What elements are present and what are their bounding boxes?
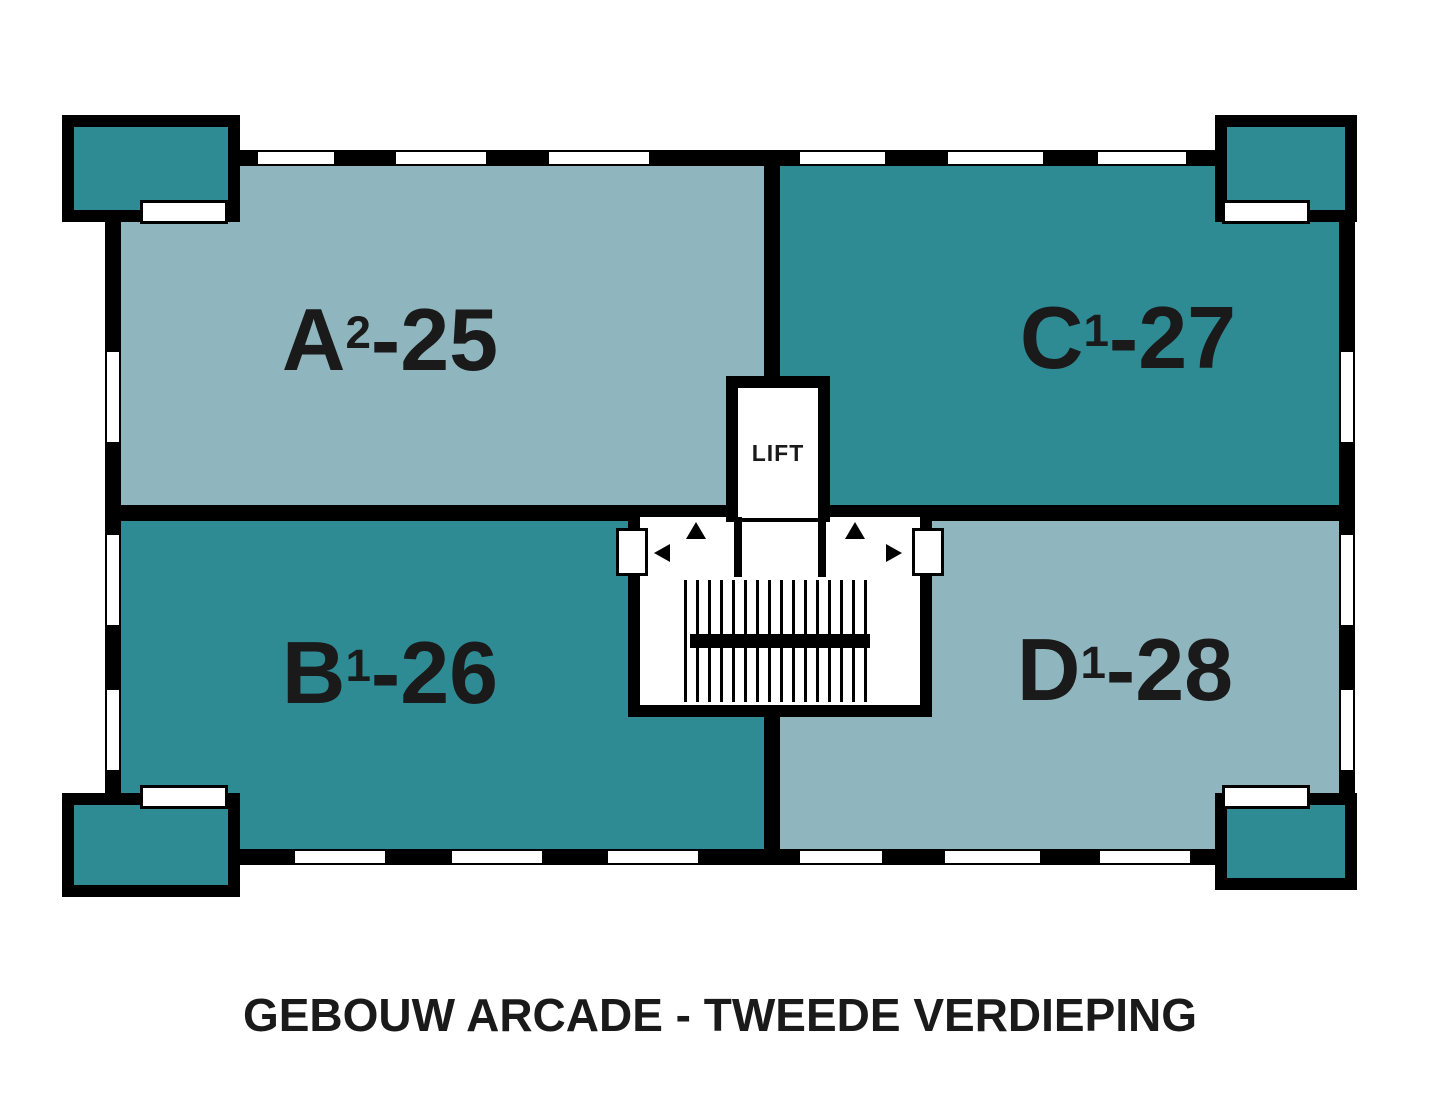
lift-label: LIFT	[751, 439, 805, 466]
wall-bottom	[105, 849, 1355, 865]
balcony-door	[1222, 200, 1310, 224]
apartment-superscript: 1	[1080, 637, 1106, 689]
window	[396, 150, 486, 166]
apartment-a25-label: A2-25	[282, 296, 498, 384]
window	[1339, 690, 1355, 770]
window	[549, 150, 649, 166]
arrow-left-icon	[654, 544, 670, 562]
apartment-superscript: 1	[345, 640, 371, 692]
window	[105, 352, 121, 442]
arrow-up-icon	[686, 522, 706, 539]
window	[295, 849, 385, 865]
window	[105, 535, 121, 625]
apartment-letter: C	[1019, 288, 1084, 387]
core-partition	[818, 517, 826, 577]
window	[1098, 150, 1186, 166]
core-partition	[734, 517, 742, 577]
apartment-number: -25	[370, 290, 499, 389]
wall-center-upper	[764, 150, 780, 390]
core-doorway	[912, 528, 944, 576]
plan-title: GEBOUW ARCADE - TWEEDE VERDIEPING	[242, 989, 1198, 1041]
wall-center-lower	[764, 700, 780, 865]
apartment-superscript: 1	[1083, 305, 1109, 357]
wall-divider-left	[105, 505, 650, 521]
stair-handrail	[690, 634, 870, 648]
balcony-door	[1222, 785, 1310, 809]
window	[1339, 535, 1355, 625]
wall-divider-right	[910, 505, 1355, 521]
apartment-letter: B	[281, 623, 346, 722]
apartment-number: -26	[370, 623, 499, 722]
arrow-right-icon	[886, 544, 902, 562]
apartment-letter: A	[281, 290, 346, 389]
window	[1339, 352, 1355, 442]
window	[1100, 849, 1190, 865]
window	[948, 150, 1043, 166]
window	[800, 849, 882, 865]
apartment-c27-label: C1-27	[1020, 294, 1236, 382]
arrow-up-icon	[845, 522, 865, 539]
lift-shaft: LIFT	[738, 388, 818, 518]
apartment-letter: D	[1016, 620, 1081, 719]
window	[105, 690, 121, 770]
balcony-bottom-right	[1215, 793, 1357, 890]
window	[945, 849, 1040, 865]
apartment-b26-label: B1-26	[282, 629, 498, 717]
window	[608, 849, 698, 865]
window	[258, 150, 334, 166]
window	[800, 150, 885, 166]
window	[452, 849, 542, 865]
balcony-door	[140, 785, 228, 809]
apartment-superscript: 2	[345, 307, 371, 359]
balcony-door	[140, 200, 228, 224]
apartment-number: -27	[1108, 288, 1237, 387]
core-doorway	[616, 528, 648, 576]
apartment-d28-label: D1-28	[1017, 626, 1233, 714]
balcony-bottom-left	[62, 793, 240, 897]
apartment-number: -28	[1105, 620, 1234, 719]
